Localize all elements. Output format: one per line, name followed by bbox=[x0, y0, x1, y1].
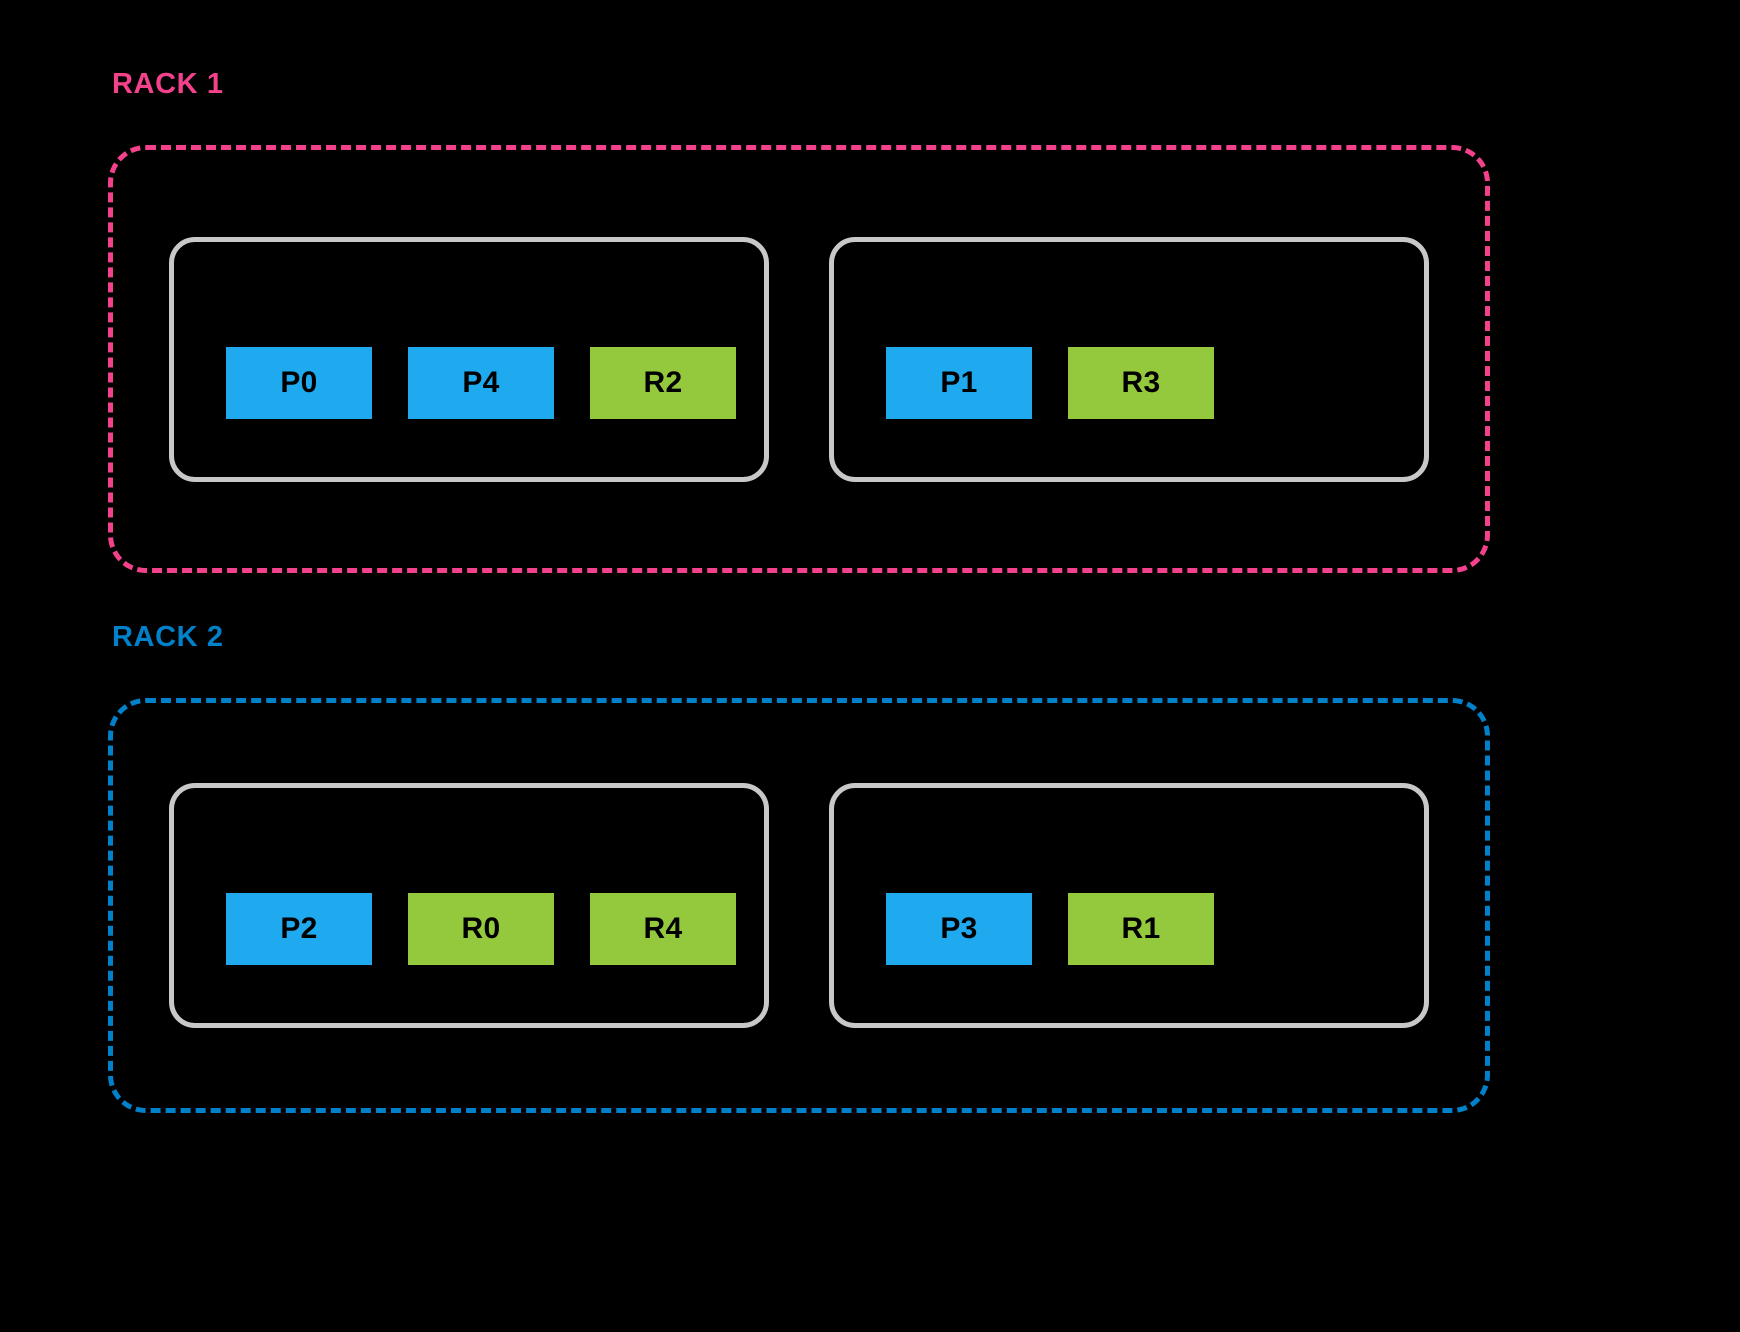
broker-box: P0 P4 R2 bbox=[169, 236, 769, 482]
chip-p0: P0 bbox=[226, 346, 372, 419]
broker-box: P2 R0 R4 bbox=[169, 783, 769, 1028]
chip-p4: P4 bbox=[408, 346, 554, 419]
chip-r2: R2 bbox=[590, 346, 736, 419]
chip-r4: R4 bbox=[590, 893, 736, 965]
broker-box: P1 R3 bbox=[829, 236, 1429, 482]
rack-group-1: RACK 1 P0 P4 R2 P1 R3 bbox=[108, 70, 1490, 573]
rack-boundary-1: P0 P4 R2 P1 R3 bbox=[108, 145, 1490, 573]
rack-label-2: RACK 2 bbox=[112, 621, 224, 653]
broker-box: P3 R1 bbox=[829, 783, 1429, 1028]
chip-p3: P3 bbox=[886, 893, 1032, 965]
rack-label-1: RACK 1 bbox=[112, 68, 224, 100]
chip-r1: R1 bbox=[1068, 893, 1214, 965]
chip-r0: R0 bbox=[408, 893, 554, 965]
rack-group-2: RACK 2 P2 R0 R4 P3 R1 bbox=[108, 623, 1490, 1113]
chip-r3: R3 bbox=[1068, 346, 1214, 419]
chip-p1: P1 bbox=[886, 346, 1032, 419]
chip-p2: P2 bbox=[226, 893, 372, 965]
rack-boundary-2: P2 R0 R4 P3 R1 bbox=[108, 698, 1490, 1113]
